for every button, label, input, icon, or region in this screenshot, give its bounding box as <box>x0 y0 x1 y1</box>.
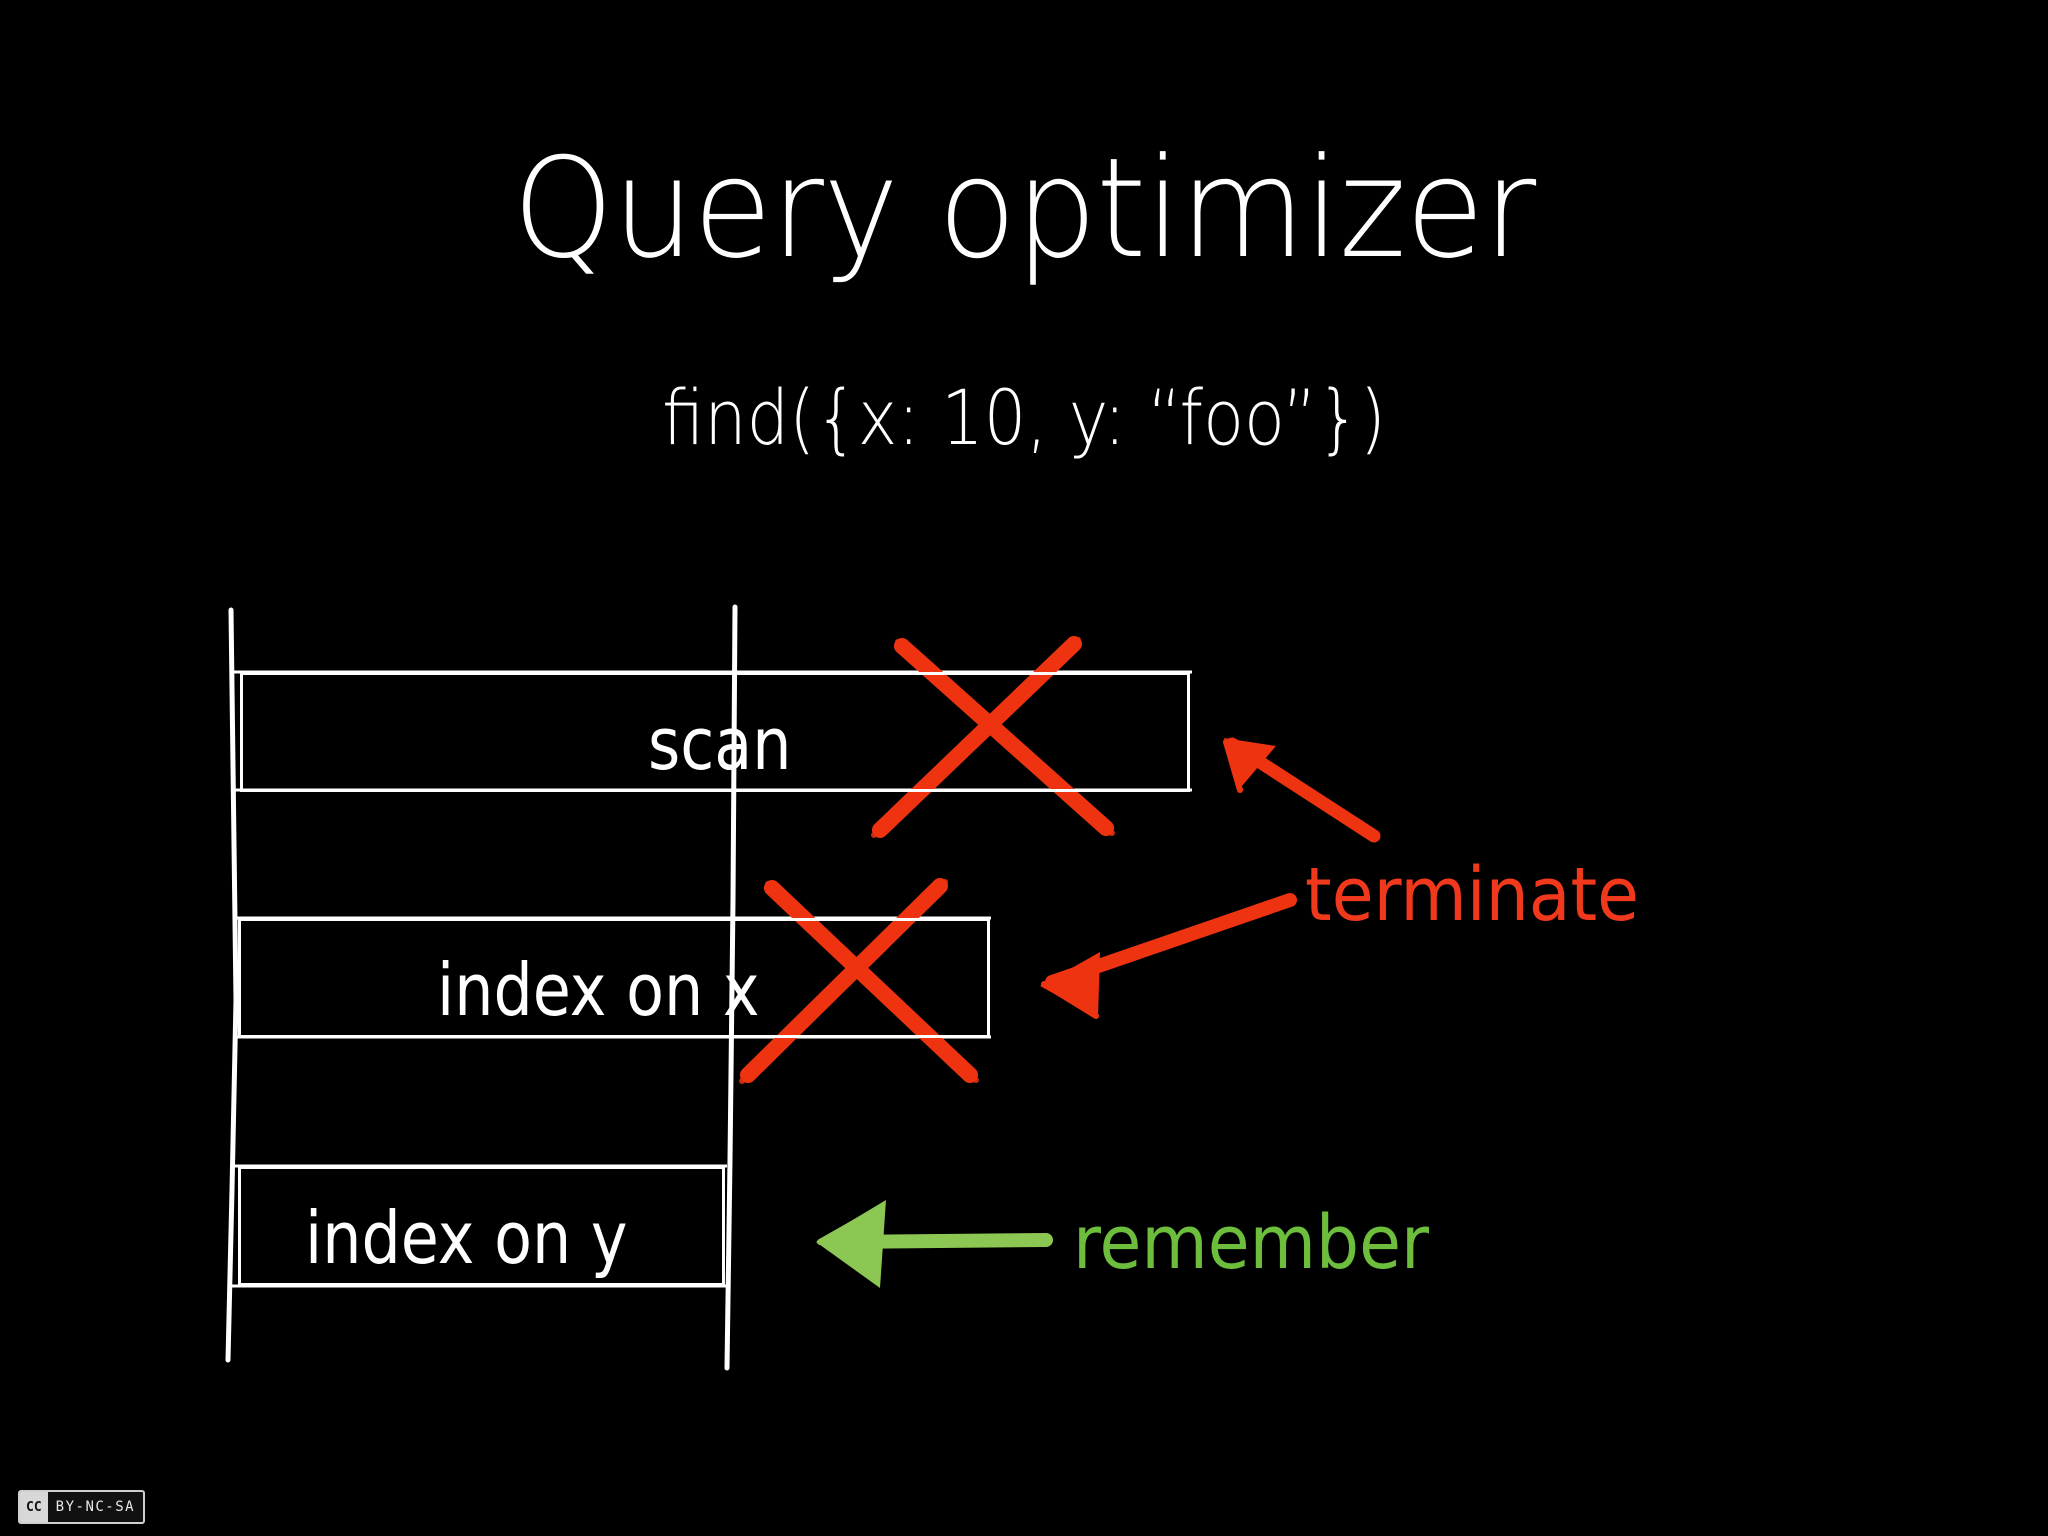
query-subtitle: find({x: 10, y: “foo”}) <box>662 373 1386 462</box>
cc-logo-icon: CC <box>20 1492 48 1522</box>
page-title: Query optimizer <box>512 128 1537 289</box>
plan-row-index-on-x-label: index on x <box>437 948 760 1032</box>
table-left-border <box>225 607 239 1363</box>
plan-row-scan-label: scan <box>648 702 792 786</box>
annotation-terminate: terminate <box>1305 852 1640 938</box>
creative-commons-badge[interactable]: CC BY-NC-SA <box>18 1490 146 1524</box>
cc-license-terms: BY-NC-SA <box>55 1499 136 1515</box>
green-arrow-to-index-y-icon <box>816 1200 1053 1288</box>
red-arrow-to-scan-icon <box>1223 737 1381 843</box>
annotation-remember: remember <box>1073 1200 1429 1286</box>
plan-row-index-on-y-label: index on y <box>305 1196 628 1280</box>
plan-row-scan[interactable] <box>240 672 1190 792</box>
plan-row-index-on-x[interactable] <box>238 918 990 1038</box>
plan-row-index-on-y[interactable] <box>238 1166 725 1286</box>
red-arrow-to-index-x-icon <box>1040 893 1297 1019</box>
